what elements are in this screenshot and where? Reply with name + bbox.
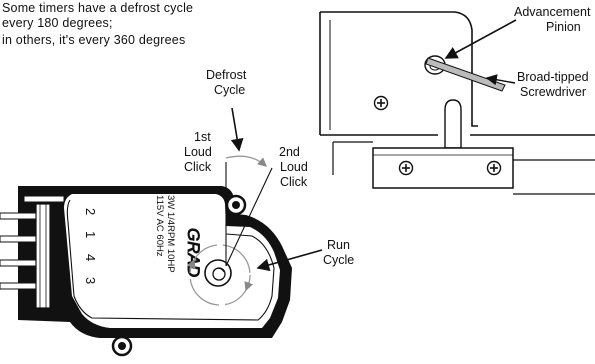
- spec-line-2: 3W 1/4RPM 10HP: [165, 195, 176, 273]
- inset-timer-illustration: [319, 11, 595, 195]
- note-line-2: every 180 degrees;: [2, 16, 113, 30]
- label-advancement: Advancement: [514, 5, 591, 19]
- label-1st-loud: Loud: [184, 145, 212, 159]
- timer-face-contour: [66, 199, 275, 321]
- pinion-arrow: [444, 19, 517, 59]
- screwdriver-label: Broad-tipped Screwdriver: [517, 70, 589, 99]
- note-text: Some timers have a defrost cycle every 1…: [2, 1, 193, 47]
- rotation-path: [189, 244, 251, 306]
- label-pinion: Pinion: [546, 20, 581, 34]
- mounting-hole-bottom-center: [118, 342, 126, 350]
- second-loud-click-label: 2nd Loud Click: [279, 145, 308, 189]
- mounting-hole-top-center: [232, 201, 240, 209]
- label-defrost: Defrost: [206, 68, 247, 82]
- label-2nd-click: Click: [280, 175, 308, 189]
- terminal-block: [0, 195, 65, 309]
- timer-face: [30, 194, 280, 328]
- bracket-screw-left: [398, 160, 414, 176]
- defrost-cycle-label: Defrost Cycle: [206, 68, 247, 97]
- label-defrost-cycle: Cycle: [214, 83, 245, 97]
- timer-body: 2 1 4 3 115V AC 60Hz 3W 1/4RPM 10HP GRAD: [0, 186, 292, 357]
- first-loud-click-label: 1st Loud Click: [184, 130, 212, 174]
- label-1st-click: Click: [184, 160, 212, 174]
- second-click-line: [225, 167, 273, 267]
- label-2nd-loud: Loud: [280, 160, 308, 174]
- terminal-label-3: 3: [83, 277, 98, 284]
- label-1st: 1st: [194, 130, 211, 144]
- terminal-numbers: 2 1 4 3: [83, 208, 98, 284]
- defrost-arrow: [230, 107, 244, 152]
- screwdriver-arrow: [485, 74, 516, 86]
- inset-housing-outline: [320, 11, 478, 127]
- label-screwdriver: Screwdriver: [520, 85, 586, 99]
- label-run-cycle: Cycle: [323, 253, 354, 267]
- terminal-label-2: 2: [83, 208, 98, 215]
- note-line-1: Some timers have a defrost cycle: [2, 1, 193, 15]
- screwdriver: [425, 57, 506, 92]
- terminal-label-4: 4: [83, 254, 98, 261]
- spec-line-1: 115V AC 60Hz: [154, 195, 165, 257]
- bracket-screw-right: [486, 160, 502, 176]
- defrost-arc: [225, 155, 267, 167]
- run-cycle-arrow: [256, 249, 323, 272]
- label-2nd: 2nd: [279, 145, 300, 159]
- advancement-pinion-label: Advancement Pinion: [514, 5, 591, 34]
- label-broad-tipped: Broad-tipped: [517, 70, 589, 84]
- terminal-label-1: 1: [83, 231, 98, 238]
- note-line-3: in others, it's every 360 degrees: [2, 33, 185, 47]
- inset-screw-top: [373, 95, 389, 111]
- mounting-tab: [444, 99, 462, 149]
- label-run: Run: [327, 238, 350, 252]
- run-cycle-label: Run Cycle: [323, 238, 354, 267]
